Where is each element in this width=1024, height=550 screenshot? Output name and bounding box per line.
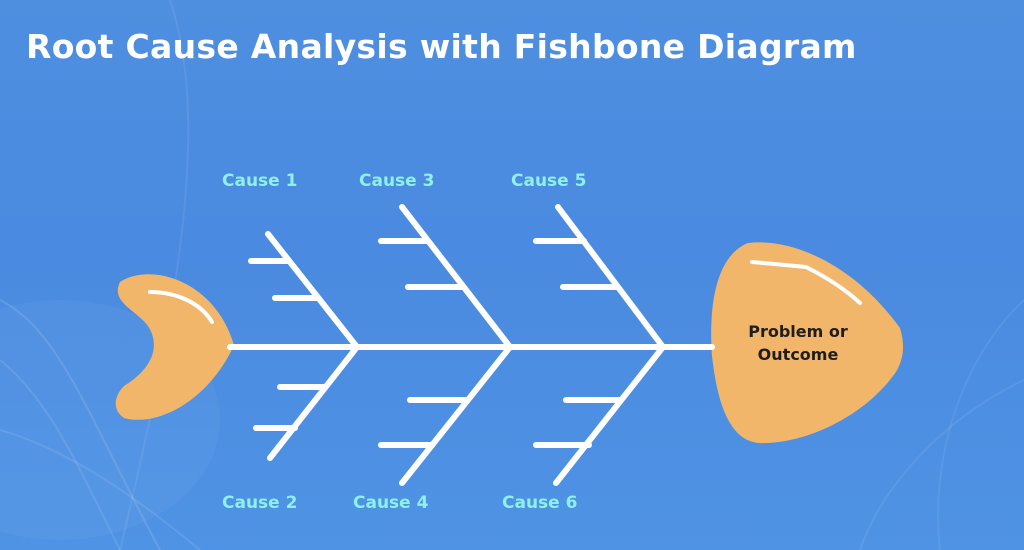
fish-head: [711, 242, 904, 444]
outcome-line-2: Outcome: [757, 345, 839, 364]
cause-2-bone: [267, 344, 360, 461]
cause-3-bone: [399, 204, 513, 350]
cause-6-label: Cause 6: [502, 493, 578, 513]
problem-outcome-label: Problem or Outcome: [722, 320, 874, 366]
cause-5-bone: [555, 204, 666, 350]
outcome-line-1: Problem or: [748, 322, 848, 341]
cause-4-label: Cause 4: [353, 493, 429, 513]
cause-1-label: Cause 1: [222, 171, 298, 191]
page-title: Root Cause Analysis with Fishbone Diagra…: [26, 27, 857, 66]
cause-5-label: Cause 5: [511, 171, 587, 191]
cause-4-bone: [399, 344, 513, 486]
cause-1-bone: [265, 231, 360, 350]
tail-highlight: [148, 290, 214, 324]
cause-6-bone: [553, 344, 666, 486]
cause-2-label: Cause 2: [222, 493, 298, 513]
head-highlight-line: [750, 260, 862, 305]
cause-3-label: Cause 3: [359, 171, 435, 191]
